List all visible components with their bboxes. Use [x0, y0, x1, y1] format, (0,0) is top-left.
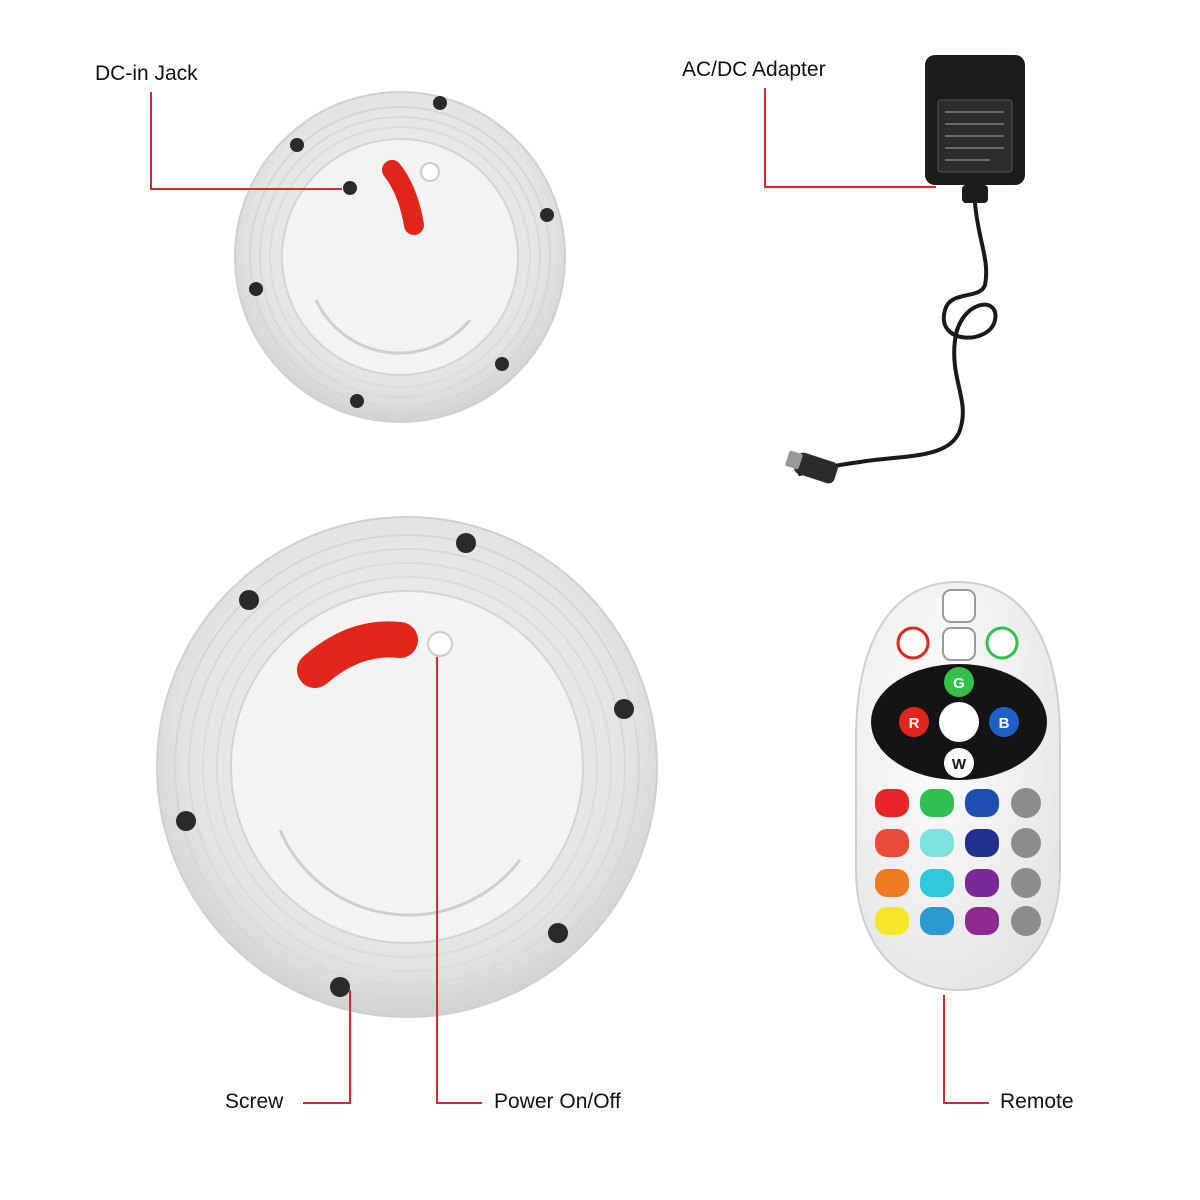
remote-color-swatches [875, 789, 999, 935]
power-leader-v [436, 657, 438, 1104]
small-light-screws [249, 96, 554, 408]
remote-swatch-3-1 [920, 907, 954, 935]
big-light-screws [176, 533, 634, 997]
screw-leader-h [303, 1102, 351, 1104]
remote-mode-keys [1011, 788, 1041, 936]
small-light-power-switch [382, 160, 424, 235]
label-dc-jack: DC-in Jack [95, 62, 198, 85]
small-light-button [420, 162, 440, 182]
remote-swatch-0-1 [920, 789, 954, 817]
dc-jack-leader-v [150, 92, 152, 190]
remote-swatch-0-0 [875, 789, 909, 817]
remote-leader-v [943, 995, 945, 1104]
remote-swatch-3-0 [875, 907, 909, 935]
remote-swatch-1-1 [920, 829, 954, 857]
remote-key-g: G [953, 675, 965, 692]
remote-key-r: R [909, 715, 920, 732]
small-light-housing [234, 91, 566, 423]
power-leader-h [436, 1102, 482, 1104]
big-light-button [427, 631, 453, 657]
remote-key-b: B [999, 715, 1010, 732]
big-light-housing [156, 516, 658, 1018]
adapter-leader-v [764, 88, 766, 188]
dc-jack-leader-h [150, 188, 342, 190]
remote-swatch-3-2 [965, 907, 999, 935]
adapter-illustration [785, 55, 1025, 484]
remote-leader-h [943, 1102, 989, 1104]
remote-swatch-2-1 [920, 869, 954, 897]
remote-swatch-2-2 [965, 869, 999, 897]
remote-swatch-0-2 [965, 789, 999, 817]
big-light-power-switch [297, 621, 418, 688]
remote-key-w: W [952, 756, 967, 773]
label-remote: Remote [1000, 1090, 1074, 1113]
label-screw: Screw [225, 1090, 284, 1113]
remote-swatch-1-2 [965, 829, 999, 857]
adapter-leader-h [764, 186, 936, 188]
label-adapter: AC/DC Adapter [682, 58, 826, 81]
remote-swatch-2-0 [875, 869, 909, 897]
label-power: Power On/Off [494, 1090, 621, 1113]
screw-leader-v [349, 990, 351, 1104]
remote-swatch-1-0 [875, 829, 909, 857]
